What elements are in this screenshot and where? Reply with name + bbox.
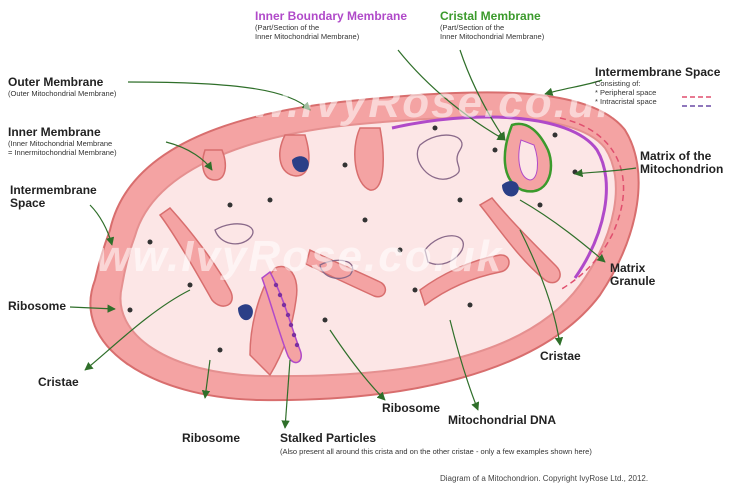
inner-membrane-label: Inner Membrane (Inner Mitochondrial Memb… bbox=[8, 126, 117, 157]
inner-membrane-title: Inner Membrane bbox=[8, 126, 117, 139]
matrix-line2: Mitochondrion bbox=[640, 163, 723, 176]
watermark-bottom: www.IvyRose.co.uk bbox=[60, 232, 503, 282]
intermembrane-space-left-label: Intermembrane Space bbox=[10, 184, 97, 210]
matrix-granule-line2: Granule bbox=[610, 275, 655, 288]
intermembrane-right-peripheral: * Peripheral space bbox=[595, 88, 720, 97]
inner-boundary-label: Inner Boundary Membrane (Part/Section of… bbox=[255, 10, 407, 41]
copyright-caption: Diagram of a Mitochondrion. Copyright Iv… bbox=[440, 472, 648, 485]
inner-boundary-title: Inner Boundary Membrane bbox=[255, 10, 407, 23]
intermembrane-left-line2: Space bbox=[10, 197, 97, 210]
intermembrane-right-title: Intermembrane Space bbox=[595, 66, 720, 79]
intermembrane-right-intracristal: * Intracristal space bbox=[595, 97, 720, 106]
cristal-title: Cristal Membrane bbox=[440, 10, 544, 23]
inner-boundary-sub2: Inner Mitochondrial Membrane) bbox=[255, 32, 407, 41]
cristal-membrane-label: Cristal Membrane (Part/Section of the In… bbox=[440, 10, 544, 41]
matrix-granule-label: Matrix Granule bbox=[610, 262, 655, 288]
cristae-right-label: Cristae bbox=[540, 350, 581, 363]
stalked-note: (Also present all around this crista and… bbox=[280, 445, 592, 458]
inner-membrane-sub2: = Innermitochondrial Membrane) bbox=[8, 148, 117, 157]
inner-membrane-sub1: (Inner Mitochondrial Membrane bbox=[8, 139, 117, 148]
cristal-sub2: Inner Mitochondrial Membrane) bbox=[440, 32, 544, 41]
stalked-title: Stalked Particles bbox=[280, 432, 592, 445]
mitochondrial-dna-label: Mitochondrial DNA bbox=[448, 414, 556, 427]
inner-boundary-sub1: (Part/Section of the bbox=[255, 23, 407, 32]
cristal-sub1: (Part/Section of the bbox=[440, 23, 544, 32]
stalked-particles-label: Stalked Particles (Also present all arou… bbox=[280, 432, 592, 458]
outer-membrane-sub: (Outer Mitochondrial Membrane) bbox=[8, 89, 116, 98]
outer-membrane-title: Outer Membrane bbox=[8, 76, 116, 89]
outer-membrane-label: Outer Membrane (Outer Mitochondrial Memb… bbox=[8, 76, 116, 98]
watermark-top: www.IvyRose.co.uk bbox=[180, 78, 623, 128]
intermembrane-space-right-label: Intermembrane Space Consisting of: * Per… bbox=[595, 66, 720, 106]
cristae-left-label: Cristae bbox=[38, 376, 79, 389]
ribosome-left-label: Ribosome bbox=[8, 300, 66, 313]
matrix-label: Matrix of the Mitochondrion bbox=[640, 150, 723, 176]
ribosome-bottom-label: Ribosome bbox=[182, 432, 240, 445]
ribosome-mid-label: Ribosome bbox=[382, 402, 440, 415]
intermembrane-right-consisting: Consisting of: bbox=[595, 79, 720, 88]
